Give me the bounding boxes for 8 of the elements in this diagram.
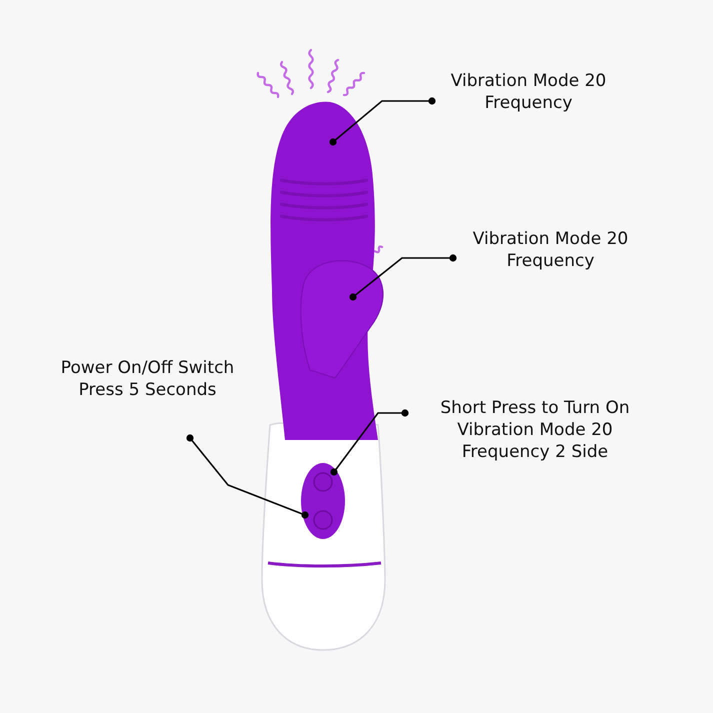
callout-label: Vibration Mode 20 Frequency <box>436 70 621 116</box>
leader-line <box>186 434 309 519</box>
callout-label: Vibration Mode 20 Frequency <box>458 228 643 274</box>
leader-line <box>349 254 457 301</box>
callout-label: Short Press to Turn On Vibration Mode 20 Frequency 2 Side <box>415 397 655 465</box>
leader-line <box>329 97 436 146</box>
callout-label: Power On/Off Switch Press 5 Seconds <box>60 357 235 425</box>
leader-line <box>330 409 409 476</box>
